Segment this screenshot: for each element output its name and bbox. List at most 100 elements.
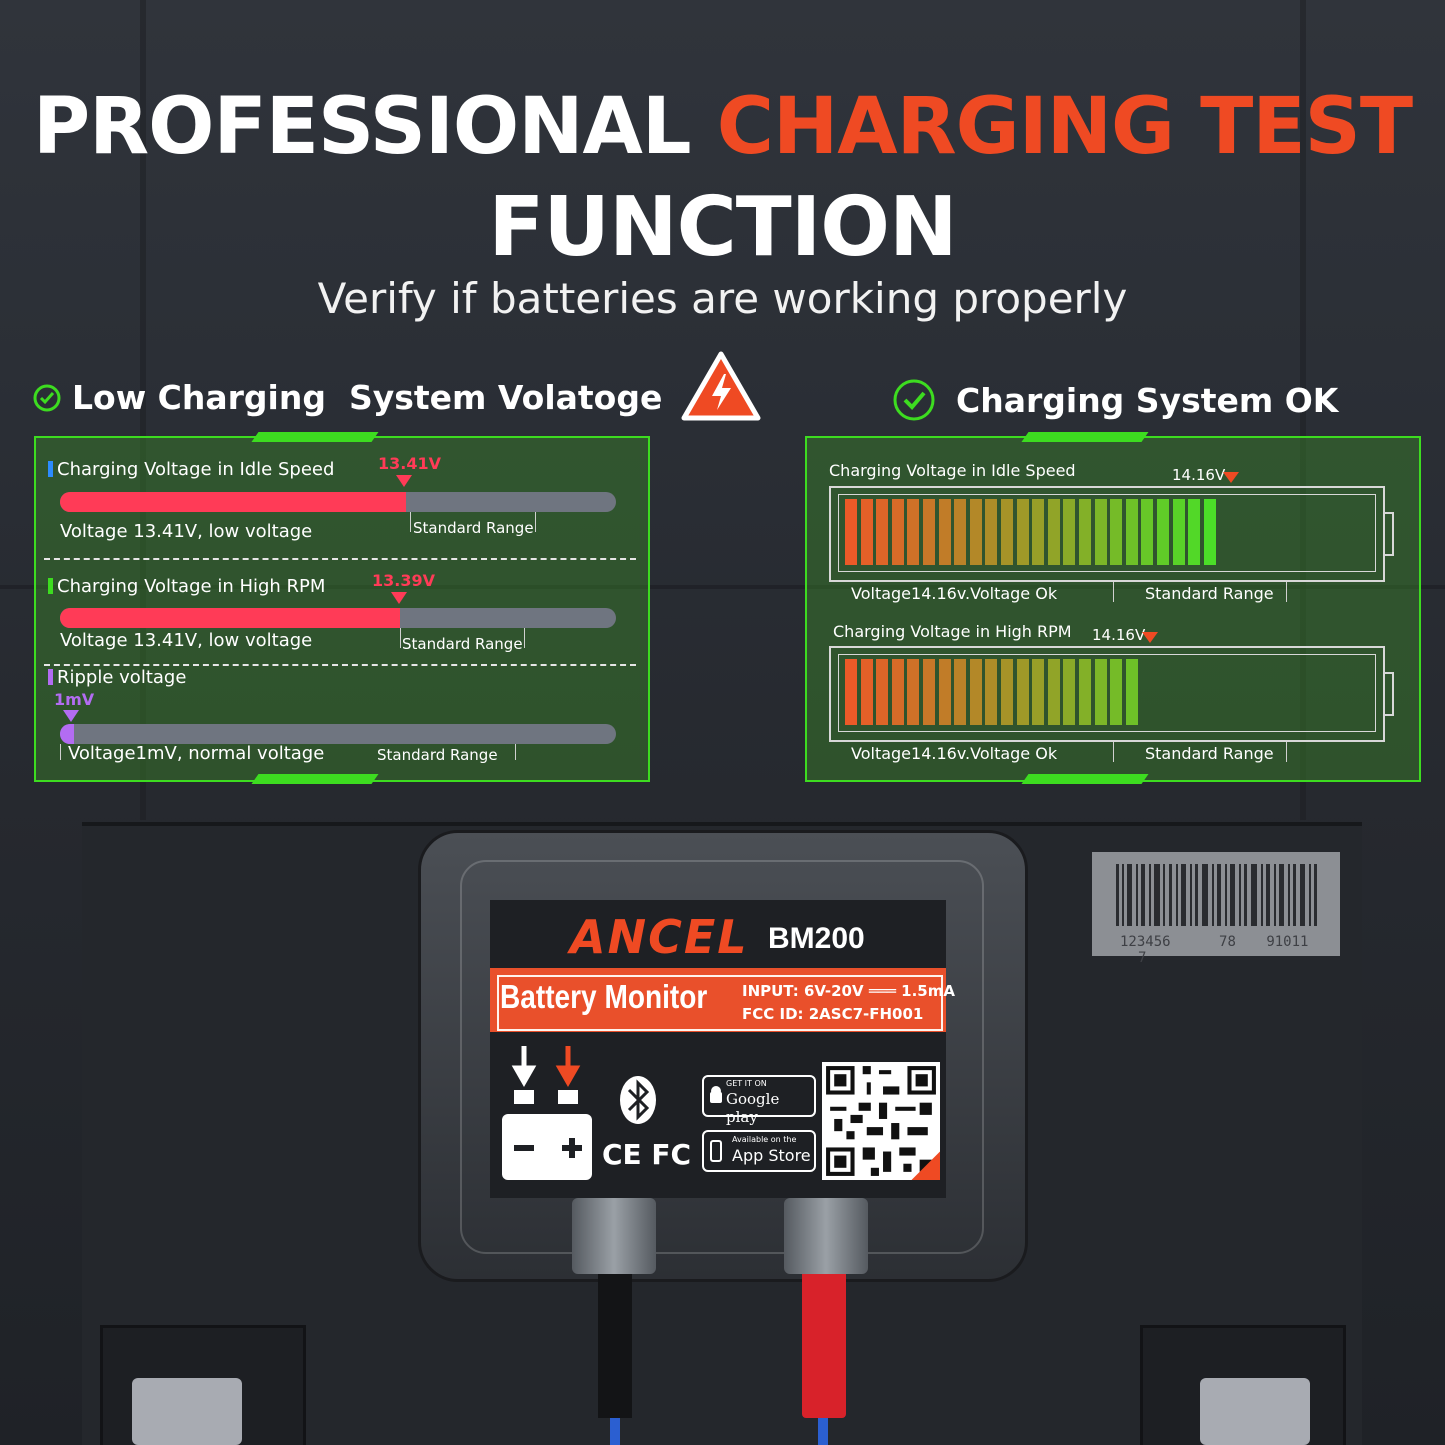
apple-small-text: Available on the [732,1135,797,1144]
range-tick [410,512,411,532]
panel-tab [1021,774,1149,784]
gauge-segment [938,659,951,725]
product-name: Battery Monitor [500,978,708,1015]
ripple-voltage-fill [60,724,74,744]
range-tick [60,744,61,760]
gauge-segment [938,499,951,565]
gauge-segment [845,659,857,725]
black-cable-wire [610,1418,620,1445]
barcode-digits: 123456 [1120,934,1171,950]
high-rpm-voltage-value: 13.39V [372,571,435,590]
range-tick [524,628,525,648]
gauge-segment [1047,659,1060,725]
gauge-segment [1047,499,1060,565]
brand-logo: ANCEL [570,910,749,964]
barcode-digits: 7 [1138,950,1147,966]
idle-status-text: Voltage 13.41V, low voltage [60,521,313,542]
gauge-segment [1110,659,1123,725]
app-store-badge[interactable]: Available on the App Store [702,1130,816,1172]
google-big-text: Google play [726,1090,780,1126]
ripple-status-text: Voltage1mV, normal voltage [68,743,325,764]
high-rpm-battery-segments [838,654,1376,732]
title-white: PROFESSIONAL [32,82,692,172]
gauge-segment [1172,499,1185,565]
terminal-clamp-right [1200,1378,1310,1445]
range-tick [1286,582,1287,602]
ripple-label: Ripple voltage [48,667,186,688]
gauge-segment [923,499,935,565]
product-band-frame [497,975,943,1031]
legend-mark [48,578,53,594]
gauge-segment [1094,499,1107,565]
row-divider [44,664,636,666]
row-label-text: Charging Voltage in High RPM [57,576,326,597]
idle-voltage-value: 13.41V [378,454,441,473]
gauge-segment [1063,659,1076,725]
range-tick [1113,582,1114,602]
google-play-badge[interactable]: GET IT ON Google play [702,1075,816,1126]
google-small-text: GET IT ON [726,1079,767,1088]
red-cable-wire [818,1418,828,1445]
gauge-segment [1032,499,1045,565]
standard-range-label: Standard Range [1145,584,1274,603]
battery-cap-icon [1384,672,1394,716]
high-rpm-voltage-fill [60,608,400,628]
standard-range-label: Standard Range [402,635,523,653]
panel-tab [251,774,379,784]
gauge-segment [1079,499,1091,565]
standard-range-label: Standard Range [1145,744,1274,763]
panel-tab [1021,432,1149,442]
gauge-segment [1110,499,1123,565]
gauge-segment [876,499,889,565]
barcode-digits: 91011 [1266,934,1309,950]
gauge-segment [1157,499,1169,565]
range-tick [535,512,536,532]
qr-pattern [826,1066,940,1180]
high-rpm-label: Charging Voltage in High RPM [48,576,325,597]
gauge-segment [969,499,982,565]
fcc-id: FCC ID: 2ASC7-FH001 [742,1005,924,1023]
value-marker [1142,632,1158,643]
bg-divider [140,0,146,820]
input-rating: INPUT: 6V-20V ═══ 1.5mA [742,982,955,1000]
gauge-segment [876,659,889,725]
standard-range-label: Standard Range [377,746,498,764]
gauge-segment [985,499,998,565]
android-icon [710,1086,722,1103]
range-tick [1286,742,1287,762]
gauge-segment [1001,499,1013,565]
right-heading-text: Charging System OK [956,380,1339,420]
gauge-segment [1001,659,1013,725]
row-label-text: Ripple voltage [57,667,187,688]
range-tick [1113,742,1114,762]
negative-connector [572,1198,656,1274]
model-name: BM200 [768,922,865,955]
row-label-text: Charging Voltage in Idle Speed [57,459,335,480]
ripple-voltage-value: 1mV [54,690,95,709]
gauge-segment [985,659,998,725]
ripple-voltage-bar [60,724,616,744]
standard-range-label: Standard Range [413,519,534,537]
gauge-segment [860,499,873,565]
left-section-heading: Low Charging System Volatoge [32,378,662,417]
legend-mark [48,669,53,685]
left-heading-text: Low Charging System Volatoge [72,378,663,417]
barcode-digits: 78 [1219,934,1236,950]
black-cable [598,1268,632,1418]
high-rpm-battery-gauge [829,646,1385,742]
gauge-segment [969,659,982,725]
apple-big-text: App Store [732,1146,811,1165]
gauge-segment [923,659,935,725]
barcode-icon [1116,864,1317,926]
bg-divider [1300,0,1306,820]
gauge-segment [1016,499,1029,565]
bluetooth-icon [620,1076,656,1124]
idle-battery-segments [838,494,1376,572]
page-title-line2: FUNCTION [488,180,957,275]
terminal-clamp-left [132,1378,242,1445]
idle-speed-label: Charging Voltage in Idle Speed [48,459,334,480]
gauge-segment [907,659,920,725]
qr-code-icon[interactable] [822,1062,940,1180]
gauge-segment [1203,499,1216,565]
gauge-segment [1125,499,1138,565]
